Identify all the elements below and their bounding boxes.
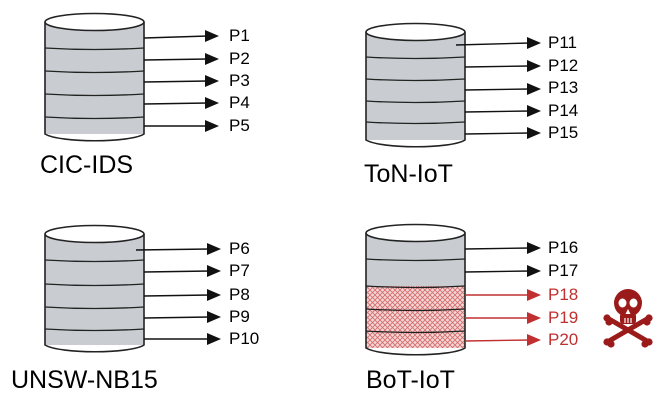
- poisoned-partition-label: P19: [548, 308, 578, 327]
- dataset-ton-iot: P11 P12 P13 P14 P15 ToN-IoT: [364, 22, 578, 188]
- partition-arrow: [464, 105, 541, 117]
- database-cylinder: [365, 223, 466, 356]
- skull-crossbones-icon: [603, 289, 653, 348]
- partition-arrow: [143, 53, 219, 65]
- database-cylinder: [365, 22, 466, 148]
- partition-label: P17: [548, 261, 578, 280]
- partition-arrow: [464, 83, 541, 95]
- partition-arrow: [144, 333, 221, 345]
- partition-arrow: [143, 30, 219, 42]
- partition-label: P7: [229, 261, 250, 280]
- partition-label: P1: [229, 26, 250, 45]
- partition-label: P13: [548, 78, 578, 97]
- dataset-bot-iot: P16 P17 P18 P19 P20 BoT-IoT: [365, 223, 653, 394]
- partition-label: P14: [548, 101, 578, 120]
- partition-label: P16: [548, 238, 578, 257]
- dataset-name: CIC-IDS: [40, 151, 133, 179]
- poisoned-partition-arrow: [465, 289, 541, 301]
- poisoned-partition-arrow: [464, 334, 541, 346]
- partition-label: P15: [548, 123, 578, 142]
- dataset-name: BoT-IoT: [366, 366, 455, 394]
- partition-label: P3: [229, 71, 250, 90]
- partition-arrow: [455, 37, 541, 49]
- partition-arrow: [143, 289, 221, 301]
- partition-label: P6: [229, 239, 250, 258]
- poisoned-partition-arrow: [465, 312, 541, 324]
- database-cylinder: [44, 224, 145, 353]
- partition-arrow: [144, 120, 219, 132]
- partition-arrow: [135, 243, 221, 255]
- poisoned-region: [366, 286, 465, 348]
- partition-label: P10: [229, 329, 259, 348]
- partition-label: P12: [548, 56, 578, 75]
- partition-arrow: [143, 97, 219, 109]
- dataset-name: UNSW-NB15: [11, 366, 158, 394]
- poisoned-partition-label: P20: [548, 330, 578, 349]
- dataset-cic-ids: P1 P2 P3 P4 P5 CIC-IDS: [40, 12, 250, 179]
- partition-label: P8: [229, 285, 250, 304]
- partition-label: P11: [548, 33, 577, 52]
- partition-arrow: [464, 242, 541, 254]
- partition-label: P2: [229, 49, 250, 68]
- partition-label: P5: [229, 116, 250, 135]
- partition-arrow: [464, 60, 541, 72]
- dataset-unsw-nb15: P6 P7 P8 P9 P10 UNSW-NB15: [11, 224, 259, 394]
- partition-arrow: [464, 127, 541, 139]
- poisoned-partition-label: P18: [548, 285, 578, 304]
- database-cylinder: [44, 12, 145, 142]
- partition-arrow: [143, 75, 219, 87]
- partition-label: P4: [229, 93, 250, 112]
- partition-arrow: [143, 265, 221, 277]
- partition-label: P9: [229, 307, 250, 326]
- partition-arrow: [143, 311, 221, 323]
- dataset-name: ToN-IoT: [364, 160, 453, 188]
- partition-arrow: [464, 265, 541, 277]
